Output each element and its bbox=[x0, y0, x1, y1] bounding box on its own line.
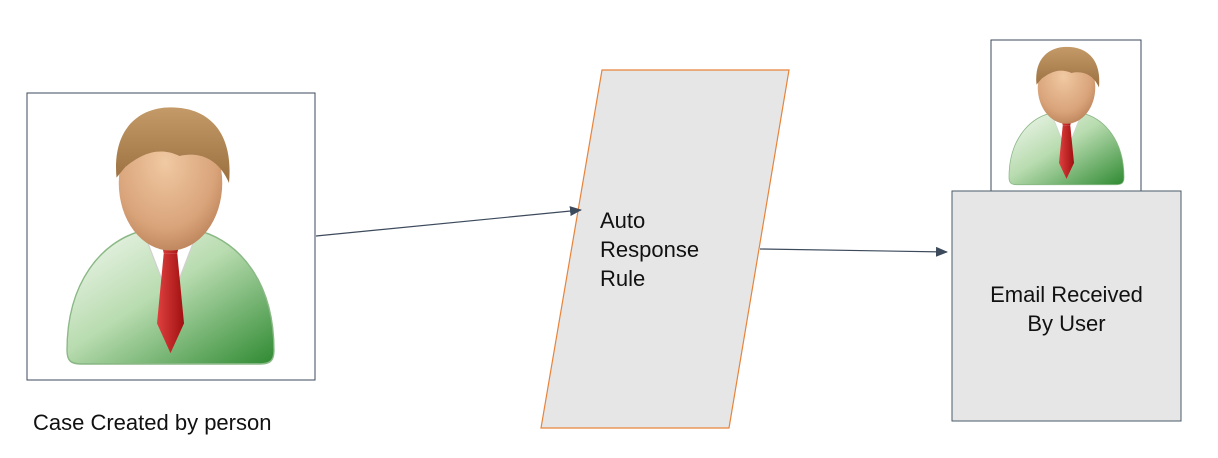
rule-label-line: Rule bbox=[600, 266, 646, 291]
edge-sender-to-rule bbox=[315, 206, 582, 237]
recipient-label: Email Received By User bbox=[952, 280, 1181, 338]
recipient-node bbox=[951, 190, 1182, 422]
recipient-label-line: Email Received bbox=[990, 282, 1143, 307]
recipient-avatar bbox=[990, 39, 1142, 192]
edge-rule-to-recipient bbox=[759, 246, 948, 257]
sender-node bbox=[26, 92, 316, 381]
rule-label-line: Response bbox=[600, 237, 700, 262]
rule-node bbox=[540, 69, 790, 429]
rule-label: Auto Response Rule bbox=[600, 206, 750, 293]
recipient-label-line: By User bbox=[1027, 311, 1106, 336]
rule-label-line: Auto bbox=[600, 208, 646, 233]
sender-caption: Case Created by person bbox=[33, 410, 272, 435]
